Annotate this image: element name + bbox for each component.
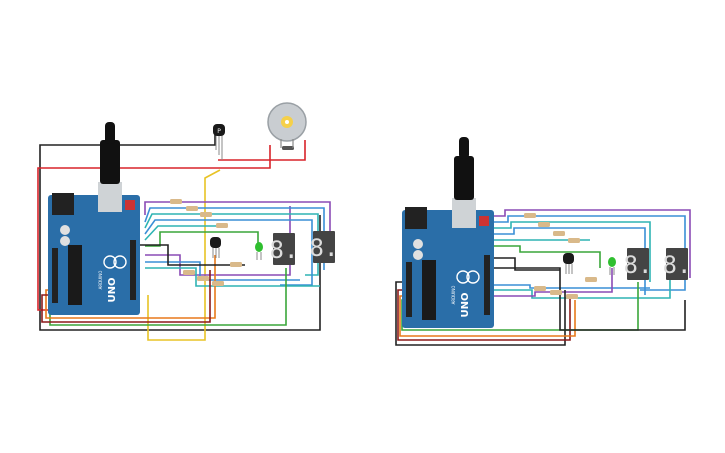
power-header <box>406 262 412 317</box>
resistor <box>183 270 195 275</box>
infinity-logo-icon <box>466 270 480 284</box>
power-jack <box>405 207 427 229</box>
board-brand: UNO <box>460 293 471 318</box>
diode <box>282 146 294 150</box>
power-header <box>52 248 58 303</box>
resistor <box>568 238 580 243</box>
usb-cable-end <box>459 137 469 159</box>
circuit-1-transistor-top[interactable]: P <box>213 124 225 160</box>
circuit-2-resistors <box>524 213 597 299</box>
circuit-2-display-2[interactable]: 8. <box>663 248 692 280</box>
resistor <box>585 277 597 282</box>
infinity-logo-icon <box>113 255 127 269</box>
transistor-label: P <box>217 128 221 135</box>
circuit-1[interactable]: UNO ARDUINO P <box>37 102 339 341</box>
capacitor <box>413 250 423 260</box>
resistor <box>538 222 550 227</box>
circuit-1-wires <box>37 135 331 341</box>
circuit-1-arduino[interactable]: UNO ARDUINO <box>48 122 140 315</box>
resistor <box>553 231 565 236</box>
resistor <box>534 286 546 291</box>
power-jack <box>52 193 74 215</box>
circuit-1-display-1[interactable]: 8. <box>270 233 299 265</box>
circuit-1-transistor-mid[interactable] <box>210 237 221 258</box>
segment-digit: 8. <box>663 251 692 279</box>
usb-port <box>452 198 476 228</box>
infinity-logo-icon <box>103 255 117 269</box>
segment-digit: 8. <box>310 234 339 262</box>
circuit-2-display-1[interactable]: 8. <box>624 248 653 280</box>
circuit-1-resistors <box>170 146 294 286</box>
board-maker: ARDUINO <box>98 271 103 290</box>
resistor <box>216 223 228 228</box>
atmega-chip <box>68 245 82 305</box>
reset-button[interactable] <box>125 200 135 210</box>
circuit-2-arduino[interactable]: UNO ARDUINO <box>402 137 494 328</box>
segment-digit: 8. <box>270 236 299 264</box>
board-brand: UNO <box>107 278 118 303</box>
resistor <box>197 276 209 281</box>
resistor <box>212 281 224 286</box>
circuit-2[interactable]: UNO ARDUINO 8. 8. <box>395 137 692 346</box>
circuit-2-transistor[interactable] <box>563 253 574 274</box>
digital-header <box>484 255 490 315</box>
resistor <box>200 212 212 217</box>
resistor <box>524 213 536 218</box>
led-icon <box>608 257 616 267</box>
resistor <box>550 290 562 295</box>
digital-header <box>130 240 136 300</box>
usb-cable-end <box>105 122 115 144</box>
atmega-chip <box>422 260 436 320</box>
circuit-2-wires <box>395 209 691 346</box>
infinity-logo-icon <box>456 270 470 284</box>
resistor <box>566 294 578 299</box>
usb-cable <box>454 156 474 200</box>
reset-button[interactable] <box>479 216 489 226</box>
resistor <box>186 206 198 211</box>
capacitor <box>60 225 70 235</box>
led-icon <box>255 242 263 252</box>
usb-cable <box>100 140 120 184</box>
capacitor <box>413 239 423 249</box>
circuit-1-dc-motor[interactable] <box>267 102 307 148</box>
segment-digit: 8. <box>624 251 653 279</box>
resistor <box>230 262 242 267</box>
board-maker: ARDUINO <box>451 286 456 305</box>
resistor <box>170 199 182 204</box>
circuit-1-display-2[interactable]: 8. <box>310 231 339 263</box>
circuit-2-led[interactable] <box>608 257 616 275</box>
usb-port <box>98 182 122 212</box>
circuit-1-led[interactable] <box>255 242 263 260</box>
capacitor <box>60 236 70 246</box>
